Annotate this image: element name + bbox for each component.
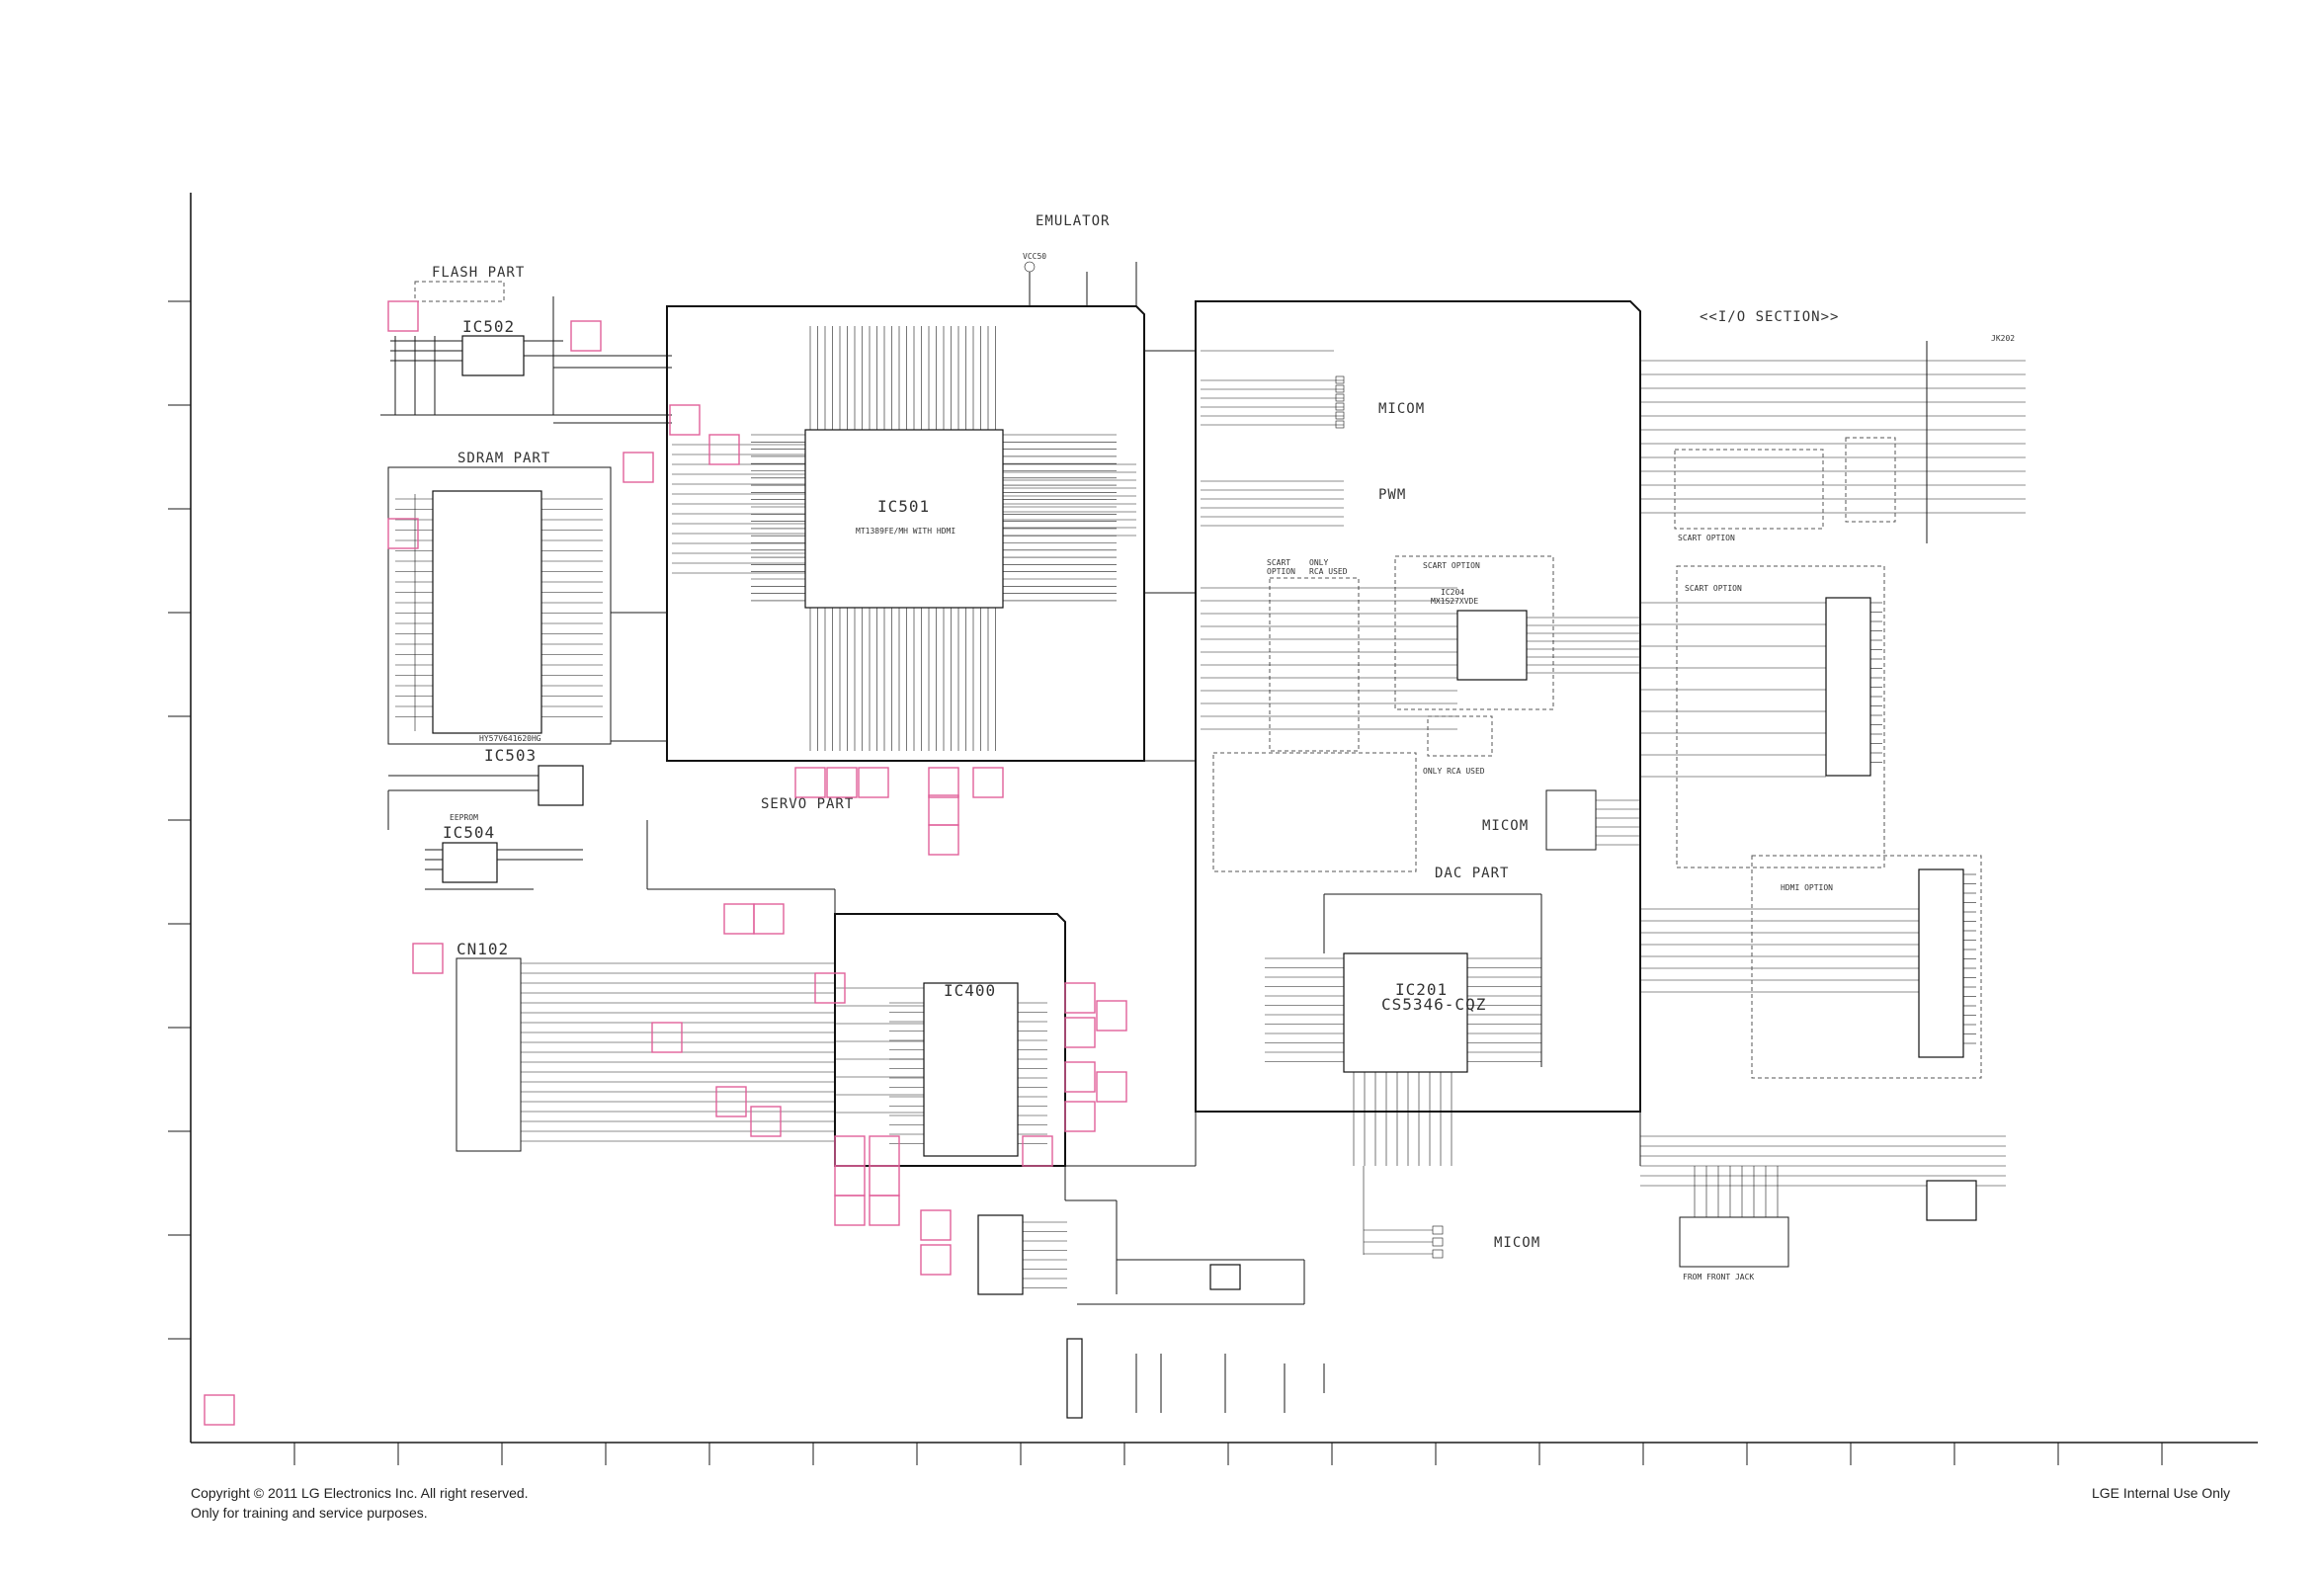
bottom-connector	[977, 1166, 1325, 1419]
jk202-label: JK202	[1991, 334, 2015, 343]
ic503-label: IC503	[484, 746, 537, 765]
scart-option-side: SCART OPTION	[1678, 534, 1735, 542]
cn102-label: CN102	[456, 940, 509, 958]
test-point-markers	[204, 300, 1127, 1426]
ic201-part: CS5346-CQZ	[1381, 995, 1486, 1014]
dac-part-title: DAC PART	[1435, 866, 1509, 881]
address-bus	[611, 444, 805, 742]
micom-bottom-title: MICOM	[1494, 1235, 1540, 1251]
emulator-title: EMULATOR	[1036, 213, 1110, 229]
only-rca-used: ONLY RCA USED	[1423, 767, 1485, 776]
internal-use-line: LGE Internal Use Only	[2092, 1485, 2231, 1501]
ic503-part: HY57V641620HG	[479, 734, 541, 743]
servo-part: SERVO PART IC400 CN102	[456, 796, 1066, 1167]
hdmi-option-title: HDMI OPTION	[1781, 883, 1833, 892]
ic504-label: IC504	[443, 823, 495, 842]
io-section: <<I/O SECTION>> JK202 SCART OPTION SCART…	[1639, 309, 2026, 1281]
sdram-part: SDRAM PART HY57V641620HG IC503	[387, 451, 612, 830]
eeprom-part: EEPROM IC504	[425, 813, 583, 890]
emulator-block: EMULATOR VCC50 IC501 MT1389FE/MH WITH HD…	[666, 213, 1196, 762]
vcc50-label: VCC50	[1023, 252, 1046, 261]
ic501-part: MT1389FE/MH WITH HDMI	[856, 527, 955, 536]
micom-top-title: MICOM	[1378, 401, 1425, 417]
ic400-label: IC400	[944, 981, 996, 1000]
copyright-line: Copyright © 2011 LG Electronics Inc. All…	[191, 1485, 529, 1501]
scart-option-top: SCART OPTION	[1423, 561, 1480, 570]
ic204-label: IC204	[1441, 588, 1464, 597]
sdram-part-title: SDRAM PART	[457, 451, 550, 466]
servo-part-title: SERVO PART	[761, 796, 854, 812]
micom-mid-title: MICOM	[1482, 818, 1529, 834]
scart-option-right: SCART OPTION	[1685, 584, 1742, 593]
ic201-label: IC201	[1395, 980, 1448, 999]
eeprom-label: EEPROM	[450, 813, 478, 822]
ic501-label: IC501	[877, 497, 930, 516]
io-section-title: <<I/O SECTION>>	[1700, 309, 1839, 325]
ic204-part: MX1S27XVDE	[1431, 597, 1478, 606]
flash-part-title: FLASH PART	[432, 265, 525, 281]
pwm-title: PWM	[1378, 487, 1406, 503]
flash-part: FLASH PART IC502	[380, 265, 672, 424]
training-line: Only for training and service purposes.	[191, 1505, 428, 1521]
frame	[168, 193, 2258, 1465]
ic502-label: IC502	[462, 317, 515, 336]
from-front-jack: FROM FRONT JACK	[1683, 1273, 1754, 1281]
